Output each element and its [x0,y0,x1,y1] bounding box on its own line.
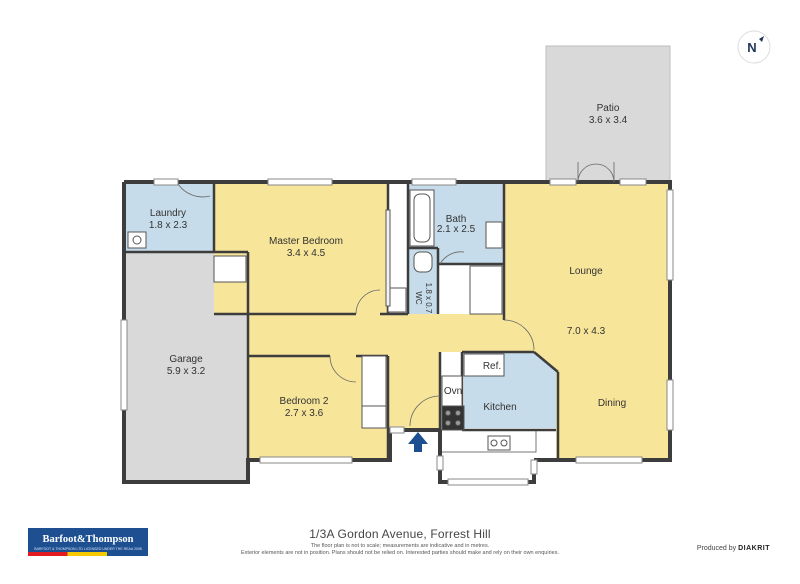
bedroom-2-dims: 2.7 x 3.6 [285,408,324,419]
interior-walls [124,184,560,478]
hallway-area [248,314,540,428]
disclaimer-line-2: Exterior elements are not in position. P… [241,550,559,556]
disclaimer-line-1: The floor plan is not to scale; measurem… [310,543,490,549]
brand-logo: Barfoot&Thompson BARFOOT & THOMPSON LTD … [28,528,148,556]
patio-label: Patio [597,103,620,114]
patio-area [545,45,671,183]
windows [120,178,674,486]
garage-dims: 5.9 x 3.2 [167,366,206,377]
produced-by-name: DIAKRIT [738,545,770,552]
fridge-label: Ref. [483,361,501,372]
entry-arrow-icon [408,432,428,452]
brand-name: Barfoot&Thompson [42,534,134,545]
compass-letter: N [747,40,756,55]
kitchen-label: Kitchen [483,402,516,413]
lounge-dining-area [504,184,668,458]
garage-label: Garage [169,354,203,365]
produced-by-prefix: Produced by [696,545,737,552]
bath-dims: 2.1 x 2.5 [437,224,476,235]
dining-label: Dining [598,398,626,409]
master-bedroom-label: Master Bedroom [269,236,343,247]
lounge-dims: 7.0 x 4.3 [567,326,606,337]
wc-label: WC [414,291,423,305]
disclaimer: The floor plan is not to scale; measurem… [0,543,800,557]
patio-dims: 3.6 x 3.4 [589,115,628,126]
brand-stripe [28,552,148,556]
oven-label: Ovn [444,386,462,397]
master-bedroom-dims: 3.4 x 4.5 [287,248,326,259]
brand-subline: BARFOOT & THOMPSON LTD LICENSED UNDER TH… [34,547,142,551]
lounge-label: Lounge [569,266,603,277]
bedroom-2-label: Bedroom 2 [280,396,329,407]
bath-label: Bath [446,214,467,225]
door-swings [177,162,615,427]
fixtures [127,189,511,451]
laundry-dims: 1.8 x 2.3 [149,220,188,231]
master-bedroom-area [214,184,388,314]
wc-dims: 1.8 x 0.7 [424,283,433,314]
produced-by: Produced by DIAKRIT [697,545,770,552]
property-address: 1/3A Gordon Avenue, Forrest Hill [309,527,491,541]
laundry-label: Laundry [150,208,186,219]
north-compass-icon: N [737,30,771,64]
